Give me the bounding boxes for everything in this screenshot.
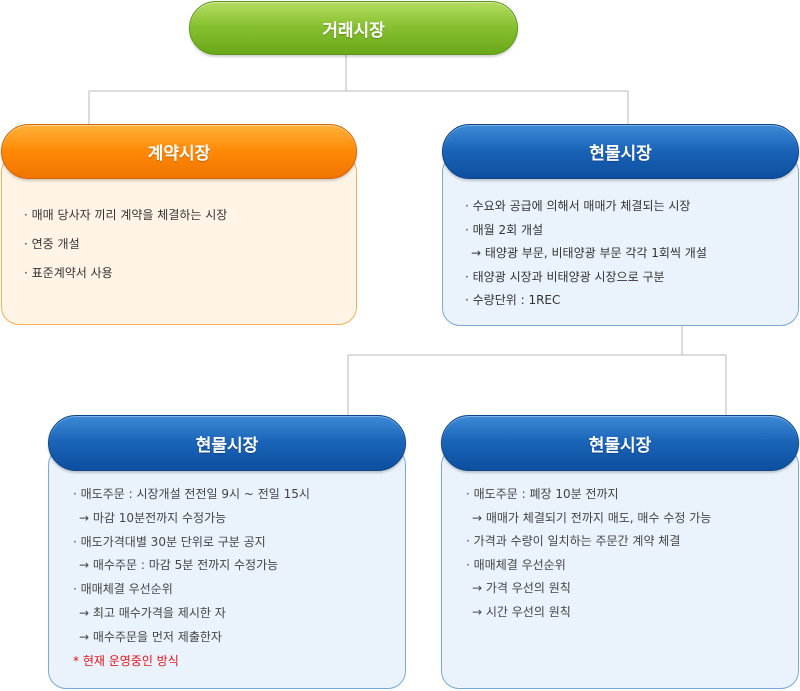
spot-left-header: 현물시장 (48, 415, 406, 471)
contract-market-label: 계약시장 (147, 144, 211, 164)
list-item: · 표준계약서 사용 (24, 266, 113, 280)
contract-market-header: 계약시장 (1, 124, 357, 179)
contract-market-card: · 매매 당사자 끼리 계약을 체결하는 시장 · 연중 개설 · 표준계약서 … (1, 154, 357, 325)
spot-right-list: · 매도주문 : 폐장 10분 전까지 → 매매가 체결되기 전까지 매도, 매… (466, 483, 782, 624)
spot-right-header: 현물시장 (441, 415, 799, 471)
note-current-method: * 현재 운영중인 방식 (73, 653, 179, 668)
spot-market-card: · 수요와 공급에 의해서 매매가 체결되는 시장 · 매월 2회 개설 → 태… (442, 154, 799, 326)
list-item: · 연중 개설 (24, 237, 80, 251)
spot-right-label: 현물시장 (588, 435, 652, 456)
list-item: · 수요와 공급에 의해서 매매가 체결되는 시장 (465, 199, 691, 213)
list-item: · 수량단위 : 1REC (465, 293, 561, 307)
list-item: → 매매가 체결되기 전까지 매도, 매수 수정 가능 (472, 510, 712, 525)
list-item: · 매매체결 우선순위 (466, 557, 566, 572)
root-node-trading-market: 거래시장 (189, 1, 518, 55)
spot-market-header: 현물시장 (442, 124, 799, 179)
list-item: → 매수주문을 먼저 제출한자 (79, 629, 222, 644)
list-item: → 매수주문 : 마감 5분 전까지 수정가능 (79, 558, 279, 573)
list-item: · 매도주문 : 폐장 10분 전까지 (466, 487, 619, 501)
list-item: · 가격과 수량이 일치하는 주문간 계약 체결 (466, 534, 681, 548)
list-item: → 최고 매수가격을 제시한 자 (79, 605, 226, 620)
list-item: → 시간 우선의 원칙 (472, 604, 571, 619)
list-item: → 마감 10분전까지 수정가능 (79, 510, 227, 525)
contract-market-list: · 매매 당사자 끼리 계약을 체결하는 시장 · 연중 개설 · 표준계약서 … (24, 201, 340, 288)
list-item: → 태양광 부문, 비태양광 부문 각각 1회씩 개설 (471, 246, 707, 260)
spot-market-list: · 수요와 공급에 의해서 매매가 체결되는 시장 · 매월 2회 개설 → 태… (465, 195, 782, 313)
spot-left-card: · 매도주문 : 시장개설 전전일 9시 ~ 전일 15시 → 마감 10분전까… (48, 447, 406, 689)
list-item: · 매월 2회 개설 (465, 222, 544, 237)
spot-left-label: 현물시장 (195, 435, 259, 456)
list-item: · 매매체결 우선순위 (73, 582, 173, 597)
list-item: → 가격 우선의 원칙 (472, 581, 571, 595)
spot-left-list: · 매도주문 : 시장개설 전전일 9시 ~ 전일 15시 → 마감 10분전까… (73, 483, 389, 673)
spot-market-label: 현물시장 (589, 144, 652, 164)
root-node-label: 거래시장 (322, 20, 385, 41)
list-item: · 매도주문 : 시장개설 전전일 9시 ~ 전일 15시 (73, 487, 310, 501)
list-item: · 매도가격대별 30분 단위로 구분 공지 (73, 534, 266, 549)
spot-right-card: · 매도주문 : 폐장 10분 전까지 → 매매가 체결되기 전까지 매도, 매… (441, 447, 799, 689)
list-item: · 태양광 시장과 비태양광 시장으로 구분 (465, 269, 665, 284)
list-item: · 매매 당사자 끼리 계약을 체결하는 시장 (24, 208, 228, 222)
